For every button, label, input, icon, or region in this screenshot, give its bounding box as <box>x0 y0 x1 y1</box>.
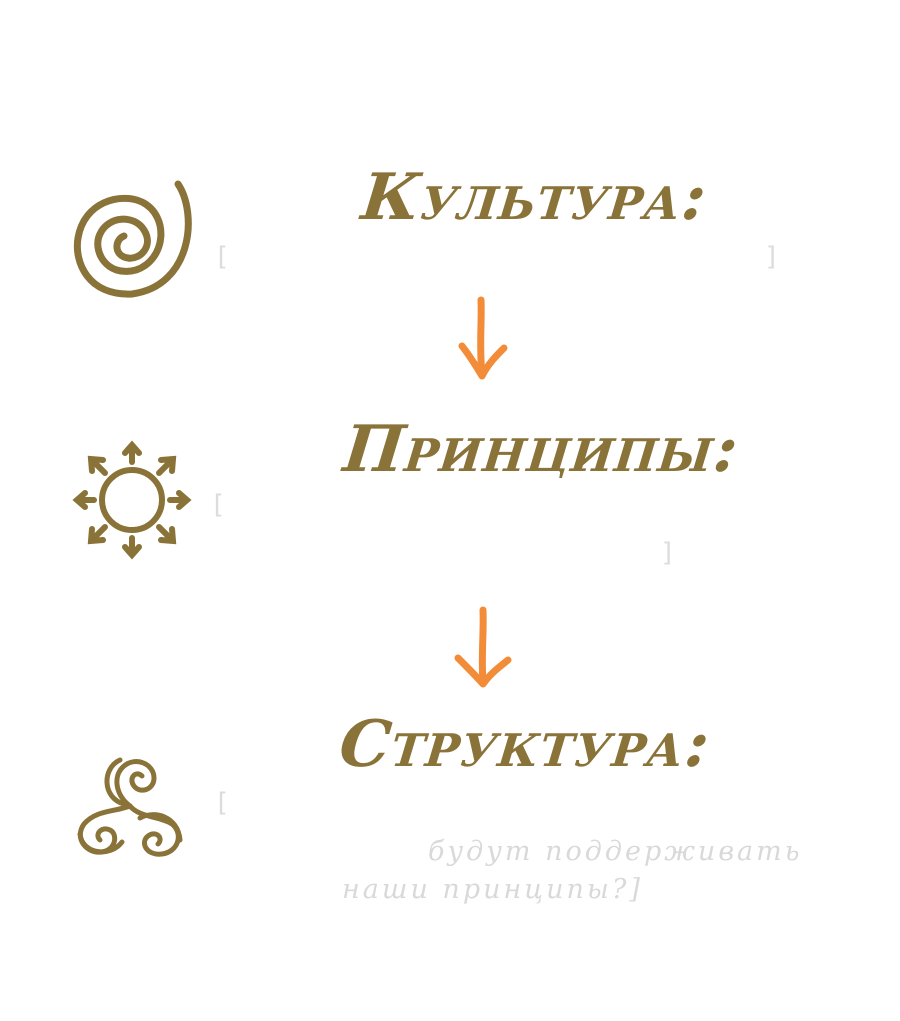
culture-close-bracket: ] <box>764 242 780 272</box>
sun-rays-icon <box>72 440 192 560</box>
structure-open-bracket: [ <box>214 788 230 818</box>
spiral-icon <box>73 180 192 298</box>
culture-open-bracket: [ <box>214 242 230 272</box>
down-arrow <box>454 606 512 688</box>
principles-open-bracket: [ <box>210 490 226 520</box>
principles-close-bracket: ] <box>660 538 676 568</box>
structure-text-line-2: наши принципы?] <box>342 874 643 905</box>
principles-heading: Принципы: <box>340 412 743 487</box>
down-arrow <box>458 296 508 380</box>
culture-heading: Культура: <box>358 160 711 235</box>
structure-text-line-1: будут поддерживать <box>428 836 803 867</box>
structure-heading: Структура: <box>336 707 714 782</box>
triskelion-icon <box>77 757 183 857</box>
